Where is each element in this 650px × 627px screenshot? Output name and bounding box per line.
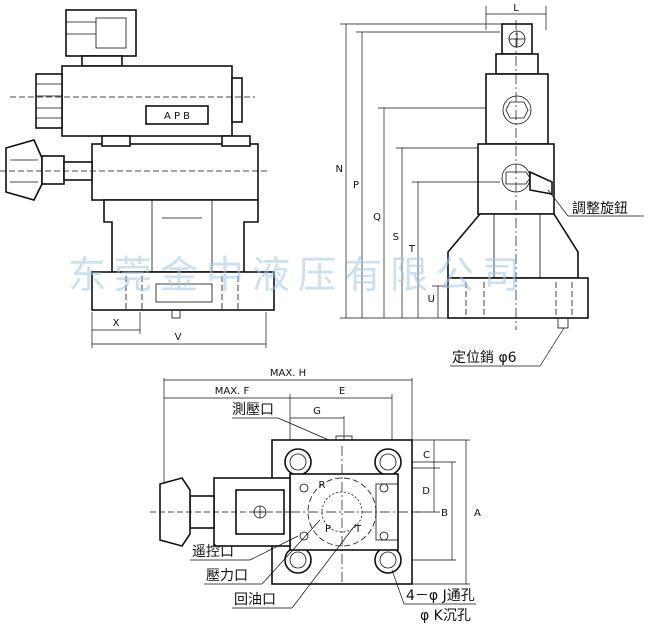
dim-g-label: G (313, 406, 321, 417)
dim-d-label: D (422, 486, 430, 497)
adjust-knob-label: 調整旋鈕 (572, 201, 628, 217)
dim-x-label: X (113, 318, 120, 329)
top-adjust-knob (159, 477, 191, 547)
dim-max-h-label: MAX. H (270, 368, 306, 379)
connector-plug (65, 9, 137, 57)
dim-t-label: T (408, 244, 416, 255)
dim-s-label: S (393, 232, 399, 243)
dim-p-label: P (353, 180, 359, 191)
remote-port-label: 遥控口 (192, 544, 234, 560)
company-watermark: 东莞金中液压有限公司 (68, 253, 528, 297)
counterbore-label: φ K沉孔 (420, 608, 471, 624)
port-label-plate (145, 105, 209, 125)
port-r-label: R (319, 480, 326, 491)
port-p-label: P (325, 524, 331, 535)
dim-max-f-label: MAX. F (215, 386, 250, 397)
dim-v-label: V (175, 332, 182, 343)
solenoid-coil (61, 65, 233, 137)
dim-a-label: A (474, 508, 481, 519)
port-t-label: T (354, 524, 362, 535)
coil-port-label: A P B (164, 111, 190, 122)
top-view: MAX. H MAX. F E G 測壓口 (150, 368, 481, 624)
dim-l-label: L (513, 3, 519, 14)
side-coil (485, 73, 549, 145)
pilot-body (91, 143, 259, 201)
base-plate (91, 271, 275, 311)
return-port-label: 回油口 (234, 592, 276, 608)
gauge-port-label: 測壓口 (232, 402, 274, 418)
dim-e-label: E (339, 386, 345, 397)
side-view: L (336, 3, 644, 367)
through-hole-label: 4－φ J通孔 (406, 588, 475, 604)
front-view: A P B X V (0, 9, 275, 348)
dim-b-label: B (441, 508, 448, 519)
dim-c-label: C (423, 450, 430, 461)
adjust-knob (5, 139, 43, 201)
pressure-port-label: 壓力口 (206, 568, 248, 584)
locating-pin-label: 定位銷 φ6 (452, 350, 517, 366)
dim-n-label: N (336, 164, 343, 175)
side-base-plate (447, 277, 589, 319)
dim-u-label: U (428, 294, 435, 305)
dim-q-label: Q (373, 212, 381, 223)
